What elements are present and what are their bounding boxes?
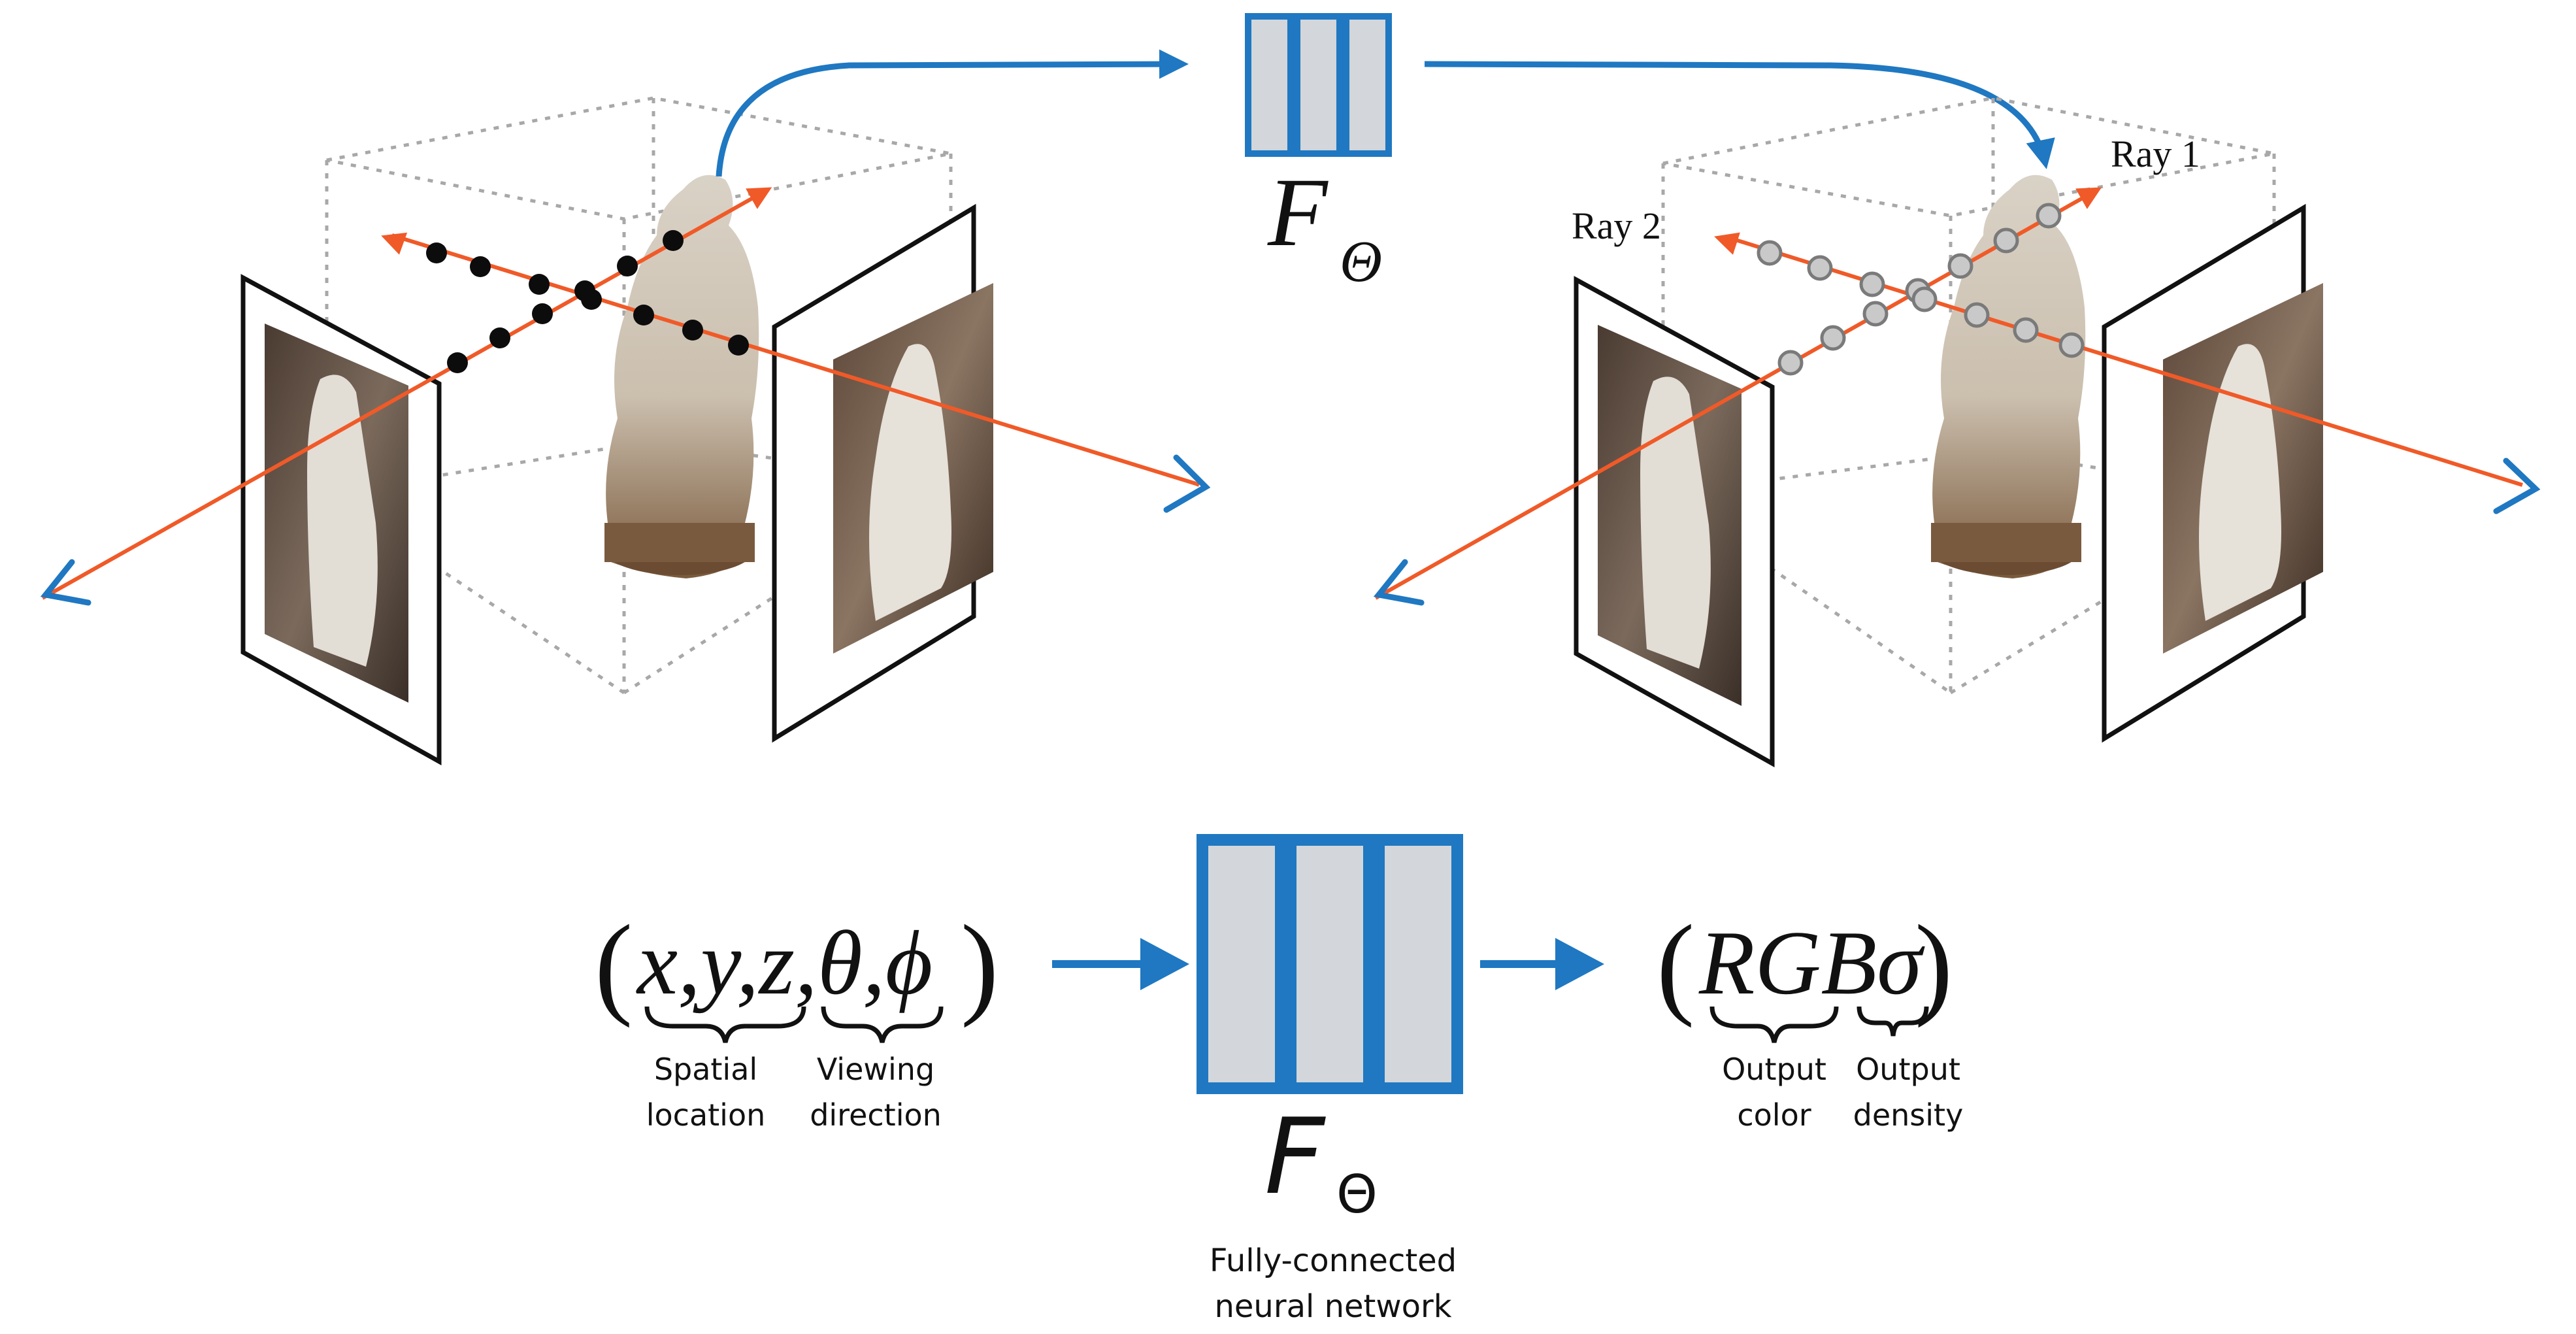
- bottom-network-subscript: Θ: [1336, 1164, 1378, 1225]
- statue-3d-right: [1931, 175, 2086, 578]
- statue-image: [869, 344, 951, 621]
- left-image-plane-1: [240, 274, 442, 765]
- output-terms: RGBσ: [1698, 912, 1925, 1014]
- right-scene: Ray 2 Ray 1: [1373, 96, 2541, 767]
- arrow-icon: [1480, 938, 1604, 990]
- ray-arrowhead: [1714, 232, 1740, 255]
- arrow-from-network: [1424, 61, 2055, 169]
- input-close-paren: ): [961, 901, 999, 1028]
- statue-image: [307, 375, 378, 667]
- input-open-paren: (: [595, 901, 633, 1028]
- input-formula: ( x,y,z,θ,ϕ ) Spatial location Viewing d…: [595, 901, 999, 1133]
- arrow-to-network: [716, 49, 1189, 177]
- bottom-network: F Θ Fully-connected neural network: [1197, 834, 1463, 1325]
- camera-eye-icon: [40, 559, 91, 606]
- ray-2-label: Ray 2: [1572, 205, 1661, 247]
- spatial-label-2: location: [646, 1097, 766, 1133]
- camera-eye-icon: [2493, 458, 2541, 514]
- left-image-plane-2: [772, 203, 993, 743]
- right-sample-points: [1757, 203, 2085, 376]
- out-density-label-2: density: [1853, 1097, 1964, 1133]
- top-network-subscript: Θ: [1340, 229, 1382, 294]
- color-brace: [1709, 1006, 1839, 1043]
- viewing-label-1: Viewing: [817, 1052, 934, 1087]
- top-network-symbol: F: [1267, 158, 1329, 267]
- ray-1-label: Ray 1: [2111, 133, 2200, 175]
- spatial-brace: [644, 1006, 806, 1043]
- statue-image: [1640, 376, 1711, 669]
- output-formula: ( RGBσ ) Output color Output density: [1657, 901, 1963, 1133]
- top-network: F Θ: [1245, 13, 1392, 294]
- viewing-label-2: direction: [810, 1097, 942, 1133]
- arrow-icon: [1052, 938, 1189, 990]
- out-color-label-2: color: [1737, 1097, 1811, 1133]
- out-color-label-1: Output: [1722, 1052, 1826, 1087]
- density-brace: [1857, 1006, 1929, 1037]
- out-density-label-1: Output: [1856, 1052, 1960, 1087]
- bottom-network-symbol: F: [1264, 1095, 1326, 1218]
- camera-eye-icon: [1373, 559, 1425, 606]
- output-open-paren: (: [1657, 901, 1694, 1028]
- output-close-paren: ): [1915, 901, 1953, 1028]
- input-terms: x,y,z,θ,ϕ: [636, 912, 933, 1014]
- viewing-brace: [821, 1006, 944, 1043]
- statue-image: [2199, 344, 2281, 621]
- left-scene: [40, 96, 1211, 765]
- network-caption-1: Fully-connected: [1210, 1242, 1457, 1279]
- ray-arrowhead: [381, 232, 408, 255]
- left-sample-points: [426, 230, 749, 373]
- statue-3d-left: [604, 175, 759, 578]
- right-image-plane-1: [1574, 276, 1775, 767]
- right-image-plane-2: [2102, 203, 2323, 743]
- network-caption-2: neural network: [1214, 1288, 1451, 1325]
- spatial-label-1: Spatial: [654, 1052, 757, 1087]
- camera-eye-icon: [1163, 454, 1211, 513]
- right-rays: [1374, 187, 2523, 600]
